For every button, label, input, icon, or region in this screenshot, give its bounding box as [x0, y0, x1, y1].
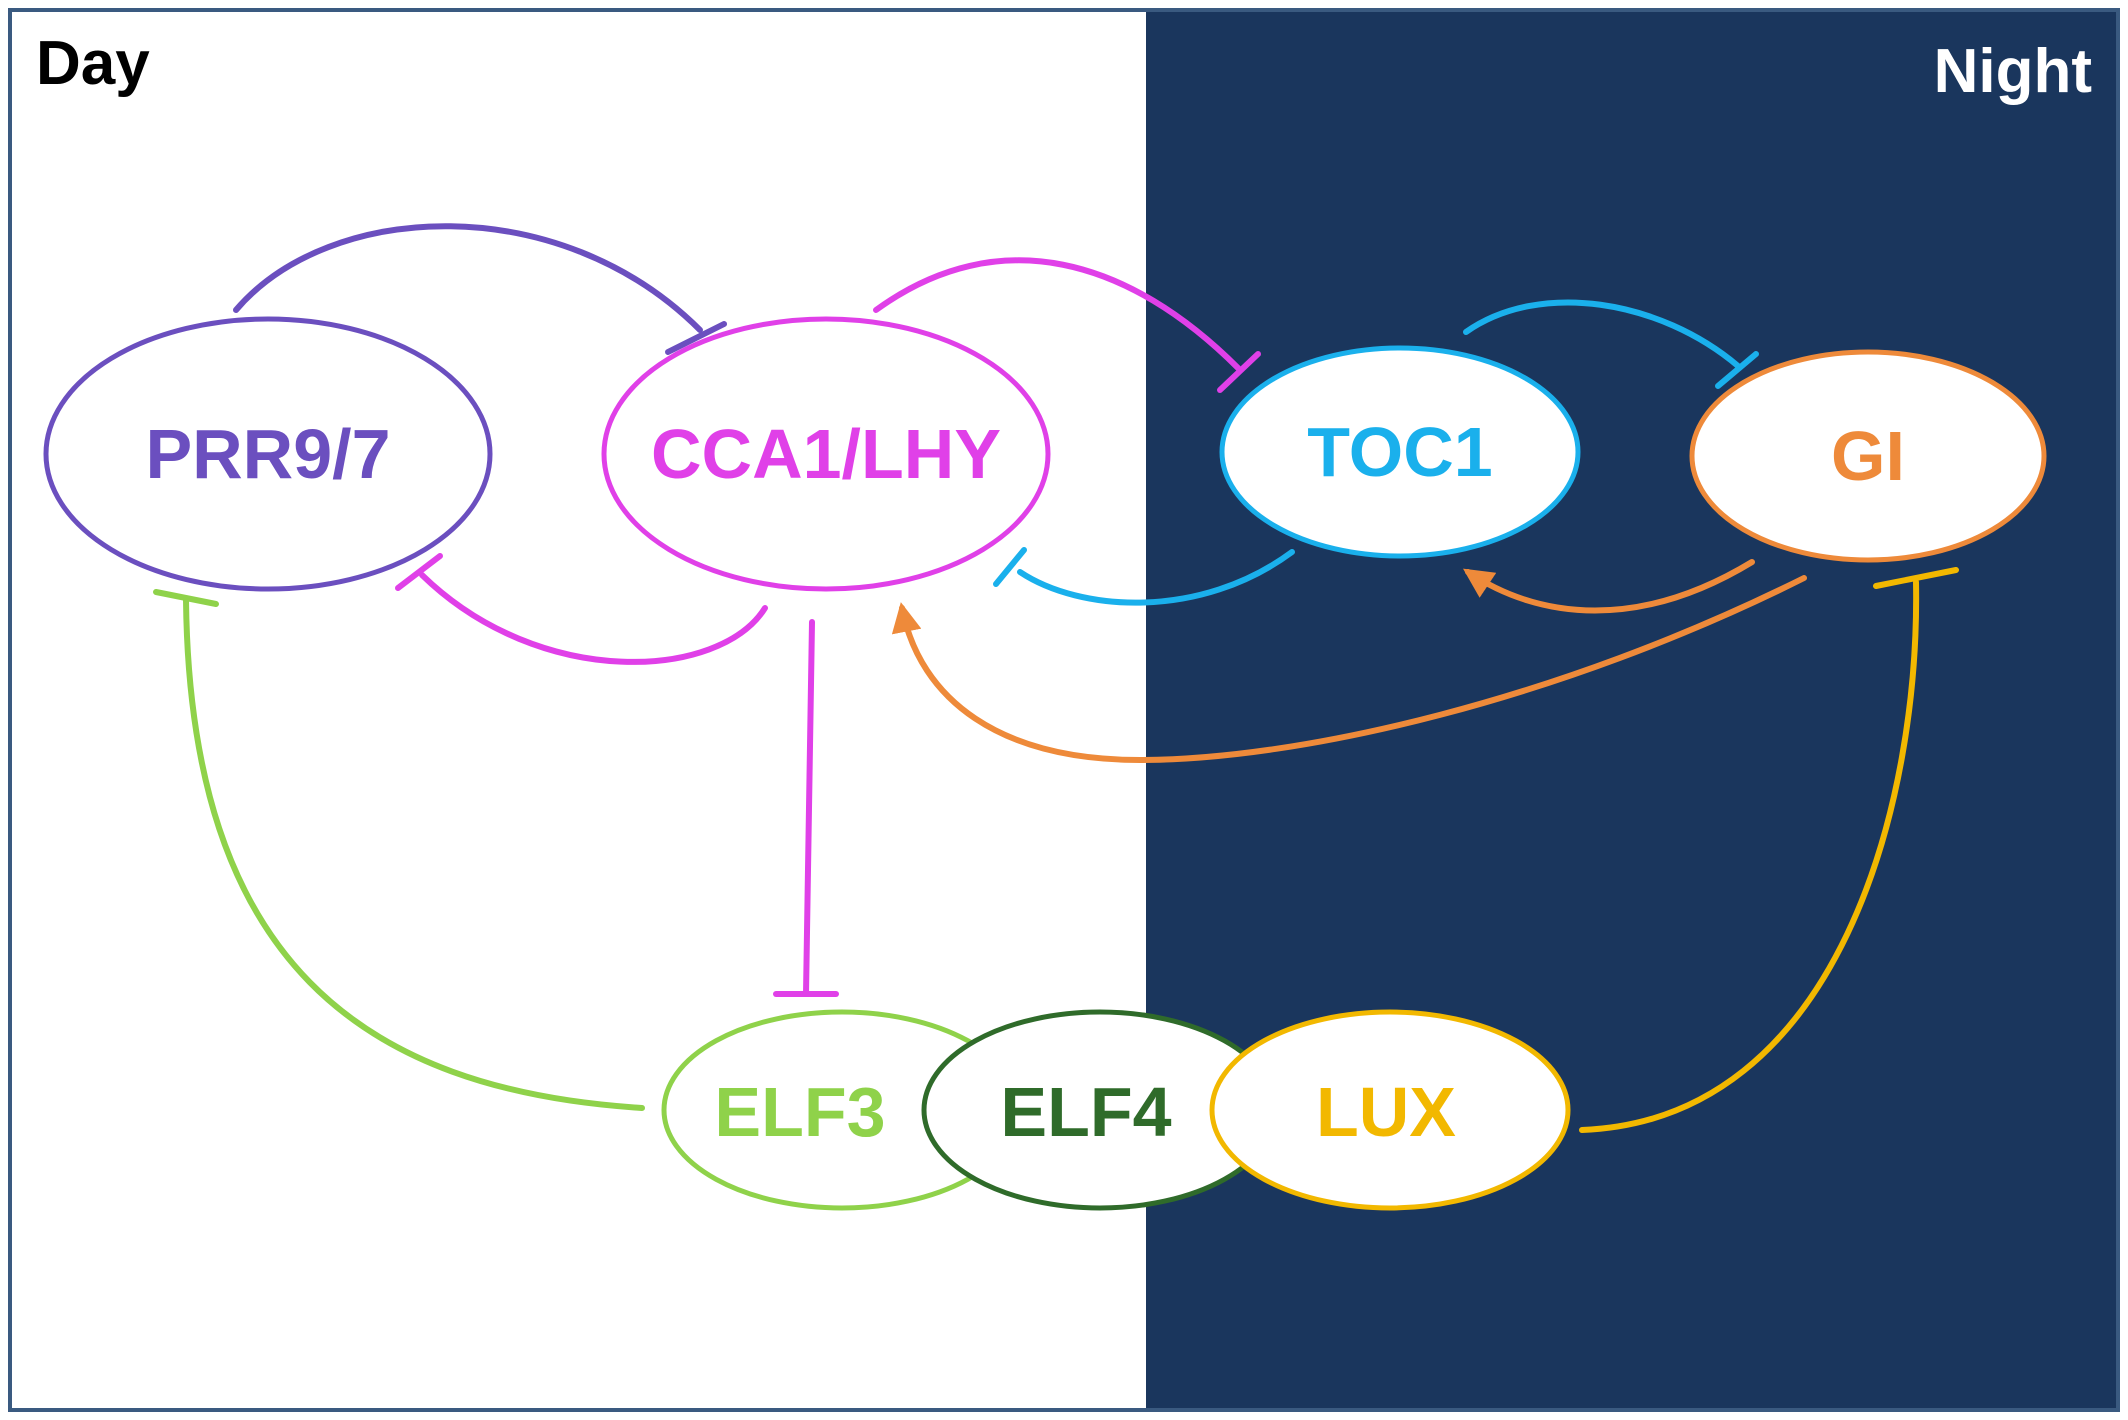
edge-toc-represses-cca — [1017, 549, 1295, 606]
node-prr97-ellipse — [43, 316, 493, 592]
edge-toc-represses-gi — [1463, 299, 1741, 369]
edge-elf3-represses-prr-bar — [153, 589, 219, 607]
edge-toc-represses-cca-bar — [993, 547, 1027, 587]
edge-prr-represses-cca — [233, 223, 703, 333]
edge-toc-represses-gi-bar — [1715, 351, 1759, 389]
node-toc1-ellipse — [1219, 345, 1581, 559]
edge-cca-represses-prr — [419, 572, 768, 665]
node-gi-label: GI — [1831, 417, 1905, 495]
edge-prr-represses-cca-bar — [665, 321, 727, 355]
edge-gi-activates-toc — [1463, 559, 1755, 614]
node-cca1lhy-ellipse — [601, 316, 1051, 592]
node-elf4: ELF4 — [921, 1009, 1279, 1211]
edge-gi-activates-cca — [891, 575, 1807, 764]
frame-border — [8, 8, 2120, 1412]
edge-lux-represses-gi — [1579, 579, 1920, 1133]
node-cca1lhy-label: CCA1/LHY — [651, 415, 1001, 493]
day-label: Day — [36, 29, 150, 98]
edge-cca-represses-toc-bar — [1217, 351, 1261, 393]
edge-cca-represses-toc — [873, 257, 1241, 371]
node-lux-ellipse — [1209, 1009, 1571, 1211]
node-elf3-label: ELF3 — [714, 1073, 885, 1151]
node-toc1-label: TOC1 — [1307, 413, 1492, 491]
node-gi-ellipse — [1689, 349, 2047, 563]
day-panel — [10, 10, 1146, 1410]
node-lux-label: LUX — [1316, 1073, 1456, 1151]
edge-cca-represses-elf3 — [803, 619, 815, 997]
node-prr97: PRR9/7 — [43, 316, 493, 592]
node-cca1lhy: CCA1/LHY — [601, 316, 1051, 592]
node-toc1: TOC1 — [1219, 345, 1581, 559]
node-prr97-label: PRR9/7 — [145, 415, 390, 493]
node-gi: GI — [1689, 349, 2047, 563]
edge-elf3-represses-prr — [183, 597, 645, 1111]
edge-lux-represses-gi-bar — [1873, 567, 1959, 589]
node-elf4-label: ELF4 — [1000, 1073, 1171, 1151]
node-lux: LUX — [1209, 1009, 1571, 1211]
edge-cca-represses-prr-bar — [395, 553, 443, 591]
night-panel — [1146, 10, 2118, 1410]
night-label: Night — [1934, 37, 2092, 106]
